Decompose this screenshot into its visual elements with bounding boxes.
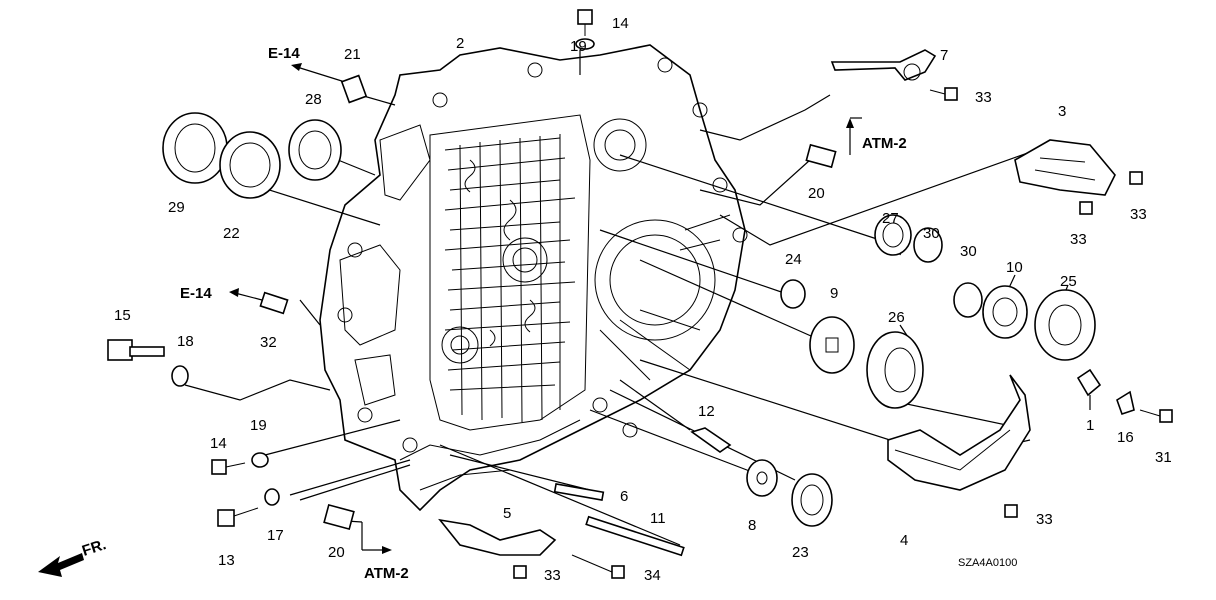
bolt-34 (571, 554, 625, 579)
callout-21: 21 (344, 46, 361, 63)
front-direction-indicator: FR. (38, 536, 108, 577)
callout-23: 23 (792, 544, 809, 561)
diagram-code: SZA4A0100 (958, 557, 1017, 569)
callout-labels: 1 2 3 4 5 6 7 8 9 10 11 12 13 14 14 15 1… (114, 15, 1172, 584)
bolt-33-top (929, 87, 958, 101)
bolt-33-cover-a (1129, 171, 1143, 185)
plate-5 (438, 518, 557, 556)
callout-26: 26 (888, 309, 905, 326)
washer-18 (171, 365, 189, 387)
callout-25: 25 (1060, 273, 1077, 290)
o-ring-30-b (953, 282, 983, 318)
callout-33-cover-right: 33 (1130, 206, 1147, 223)
cover-3 (1014, 139, 1116, 196)
callout-3: 3 (1058, 103, 1066, 120)
callout-15: 15 (114, 307, 131, 324)
bolt-33-baffle (1004, 504, 1018, 518)
ref-e14-mid: E-14 (180, 285, 212, 302)
callout-6: 6 (620, 488, 628, 505)
seal-29 (162, 112, 228, 184)
bolt-14-top (577, 9, 593, 36)
callout-27: 27 (882, 210, 899, 227)
callout-22: 22 (223, 225, 240, 242)
dowel-20-lower (323, 503, 355, 531)
seal-23 (791, 473, 833, 527)
callout-10: 10 (1006, 259, 1023, 276)
gasket-12 (690, 427, 732, 453)
callout-30-a: 30 (923, 225, 940, 242)
gear-10 (982, 285, 1028, 339)
callout-31: 31 (1155, 449, 1172, 466)
washer-19-lower (251, 452, 269, 468)
callout-1: 1 (1086, 417, 1094, 434)
gear-26 (866, 331, 924, 409)
callout-14-top: 14 (612, 15, 629, 32)
callout-33-baffle: 33 (1036, 511, 1053, 528)
callout-33-bottom: 33 (544, 567, 561, 584)
clip-1 (1076, 368, 1102, 397)
ref-atm2-top: ATM-2 (862, 135, 907, 152)
dowel-32 (259, 291, 289, 315)
bolt-33-cover-b (1079, 201, 1093, 215)
bearing-28 (288, 119, 342, 181)
dowel-20-top (805, 143, 837, 169)
bolt-33-plate (513, 565, 527, 579)
gear-25 (1034, 289, 1096, 361)
callout-30-b: 30 (960, 243, 977, 260)
bearing-24 (780, 279, 806, 309)
reference-arrows (229, 63, 862, 554)
pipe-7 (830, 49, 937, 81)
callout-24: 24 (785, 251, 802, 268)
callout-34: 34 (644, 567, 661, 584)
callout-4: 4 (900, 532, 908, 549)
front-arrow-icon (38, 553, 84, 577)
callout-16: 16 (1117, 429, 1134, 446)
washer-8 (746, 459, 778, 497)
ref-e14-top: E-14 (268, 45, 300, 62)
transmission-housing (319, 44, 748, 512)
plate-9 (809, 316, 855, 374)
callout-19-top: 19 (570, 38, 587, 55)
bearing-22 (219, 131, 281, 199)
callout-20-lower: 20 (328, 544, 345, 561)
ref-atm2-bottom: ATM-2 (364, 565, 409, 582)
callout-33-top: 33 (975, 89, 992, 106)
reference-labels: E-14 E-14 ATM-2 ATM-2 (180, 45, 907, 582)
callout-7: 7 (940, 47, 948, 64)
callout-2: 2 (456, 35, 464, 52)
callout-14-lower: 14 (210, 435, 227, 452)
washer-19-top (575, 38, 595, 50)
callout-32: 32 (260, 334, 277, 351)
o-ring-30-a (913, 227, 943, 263)
bolt-13 (217, 507, 259, 527)
callout-29: 29 (168, 199, 185, 216)
callout-18: 18 (177, 333, 194, 350)
callout-17: 17 (267, 527, 284, 544)
callout-28: 28 (305, 91, 322, 108)
pin-6 (553, 482, 605, 502)
callout-13: 13 (218, 552, 235, 569)
washer-17 (264, 488, 280, 506)
dowel-21 (340, 74, 368, 104)
callout-33-cover-left: 33 (1070, 231, 1087, 248)
callout-9: 9 (830, 285, 838, 302)
callout-12: 12 (698, 403, 715, 420)
sensor-15 (107, 339, 165, 361)
pin-11 (585, 515, 685, 557)
bolt-31 (1139, 409, 1173, 423)
callout-20-top: 20 (808, 185, 825, 202)
bracket-16 (1116, 390, 1135, 416)
bolt-14-lower (211, 459, 246, 475)
bearing-27 (874, 214, 912, 256)
callout-11: 11 (650, 510, 666, 527)
front-label: FR. (80, 536, 108, 560)
callout-8: 8 (748, 517, 756, 534)
baffle-4 (887, 374, 1031, 491)
callout-19-lower: 19 (250, 417, 267, 434)
callout-5: 5 (503, 505, 511, 522)
